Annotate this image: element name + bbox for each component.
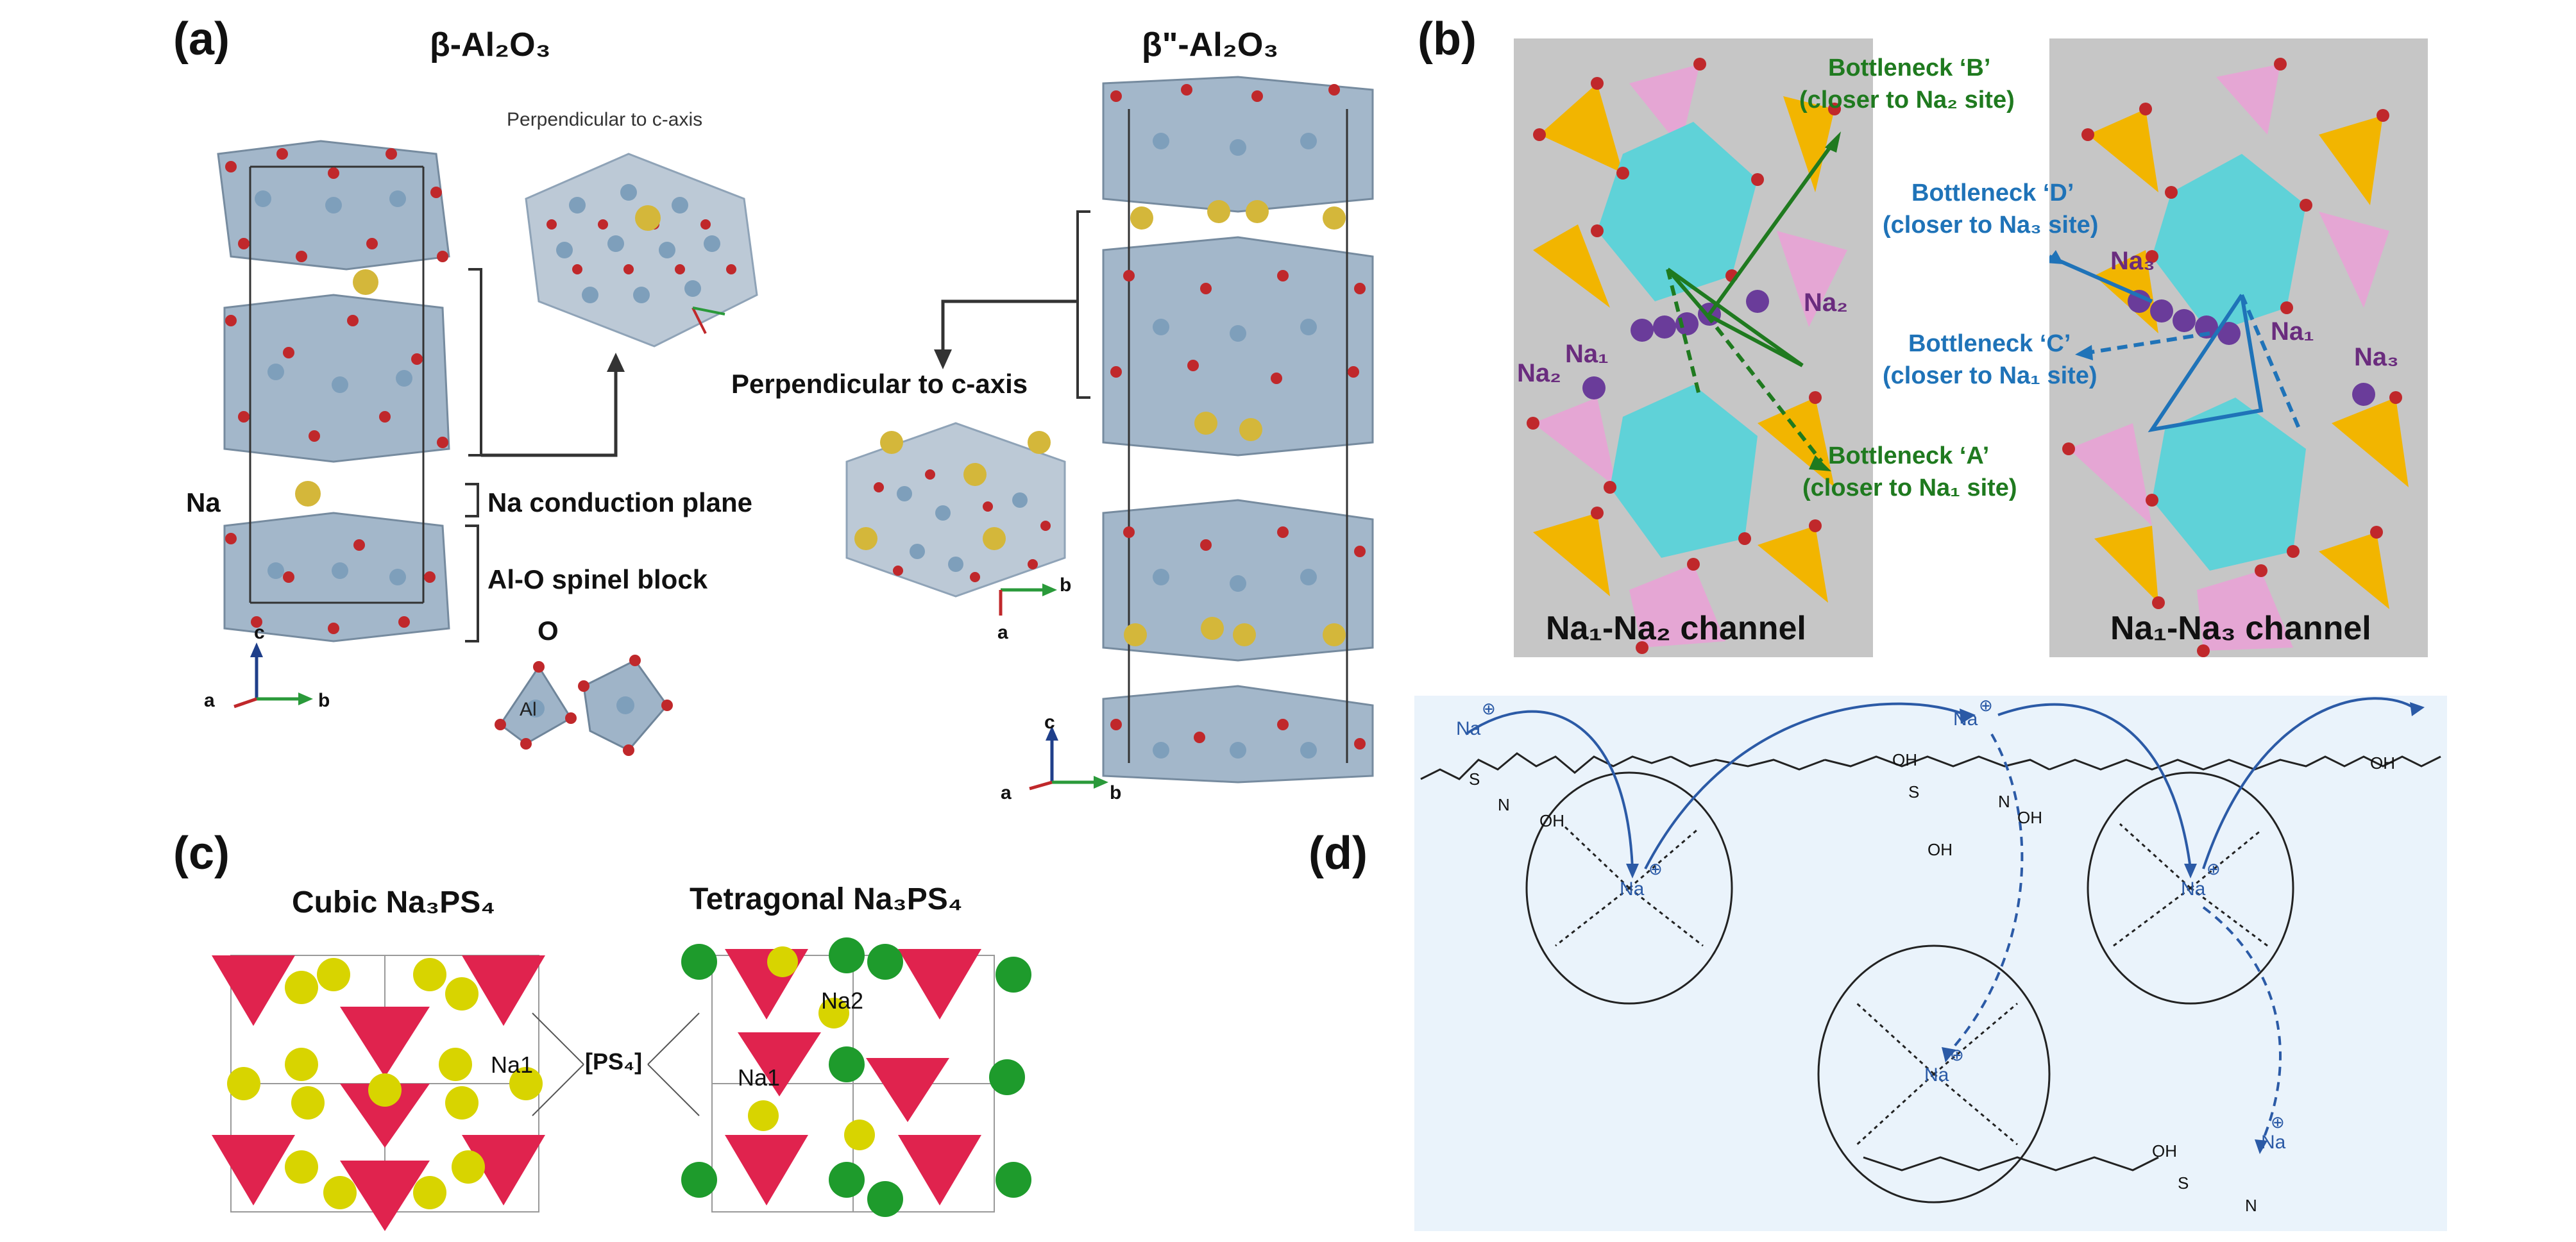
axis-b-label-2: b: [1110, 782, 1122, 803]
na-ion-crown1-charge: ⊕: [1648, 859, 1663, 878]
axis-b-label-top: b: [1060, 575, 1072, 596]
sulfur-label-low: S: [2178, 1173, 2189, 1193]
bottleneck-b-label: Bottleneck ‘B’: [1828, 55, 1991, 81]
beta-alumina-structure: [217, 140, 450, 642]
axis-a-label-2: a: [1001, 782, 1012, 803]
na2-label-lower: Na₂: [1517, 359, 1561, 387]
aluminum-label: Al: [520, 699, 537, 720]
na1-label-cubic: Na1: [491, 1052, 534, 1078]
beta2-bracket-arrow: [934, 210, 1090, 399]
oxygen-label: O: [538, 616, 559, 646]
na-ion-crown1: Na: [1620, 878, 1645, 900]
na1-label-right: Na₁: [2271, 317, 2314, 346]
panel-label-b: (b): [1418, 13, 1477, 65]
sulfur-label-left: S: [1469, 769, 1480, 789]
beta2-alumina-structure: [1102, 76, 1374, 784]
beta-alumina-top-view: [525, 153, 758, 348]
na-ion-end-charge: ⊕: [2271, 1112, 2285, 1132]
axis-a-label-top: a: [997, 622, 1008, 643]
na1-na3-channel-structure: [2049, 58, 2409, 657]
nitrogen-label-mid: N: [1998, 792, 2010, 811]
hydroxyl-label-1: OH: [1539, 811, 1564, 830]
bottleneck-b-sublabel: (closer to Na₂ site): [1799, 87, 2015, 113]
ps4-pointer-lines: [532, 1012, 700, 1116]
ps4-label: [PS₄]: [585, 1048, 643, 1075]
sulfur-label-mid: S: [1908, 782, 1920, 801]
polymer-scheme-background: [1414, 696, 2447, 1231]
crown-ether-polymer-scheme: [1420, 697, 2441, 1204]
bottleneck-c-label: Bottleneck ‘C’: [1908, 330, 2071, 357]
na-atom-label: Na: [186, 487, 221, 517]
bottleneck-c-sublabel: (closer to Na₁ site): [1883, 362, 2097, 389]
axis-c-label: c: [254, 622, 265, 643]
na3-label-upper: Na₃: [2110, 247, 2155, 275]
axes-beta: [233, 642, 313, 709]
na1-na2-channel-structure: [1527, 58, 1847, 654]
hydroxyl-label-6: OH: [2152, 1141, 2177, 1161]
tetragonal-title: Tetragonal Na₃PS₄: [690, 882, 963, 916]
na-ion-mid-charge: ⊕: [1979, 696, 1993, 715]
perpendicular-label-big: Perpendicular to c-axis: [731, 369, 1028, 399]
na-plane-bracket: [465, 483, 479, 642]
cubic-title: Cubic Na₃PS₄: [292, 885, 496, 919]
na1-label-tetragonal: Na1: [738, 1064, 781, 1091]
nitrogen-label-low: N: [2245, 1196, 2257, 1215]
beta-alumina-title: β-Al₂O₃: [430, 26, 551, 63]
na2-label-tetragonal: Na2: [821, 987, 864, 1014]
perpendicular-label-small: Perpendicular to c-axis: [507, 109, 703, 130]
na1-label-left: Na₁: [1565, 340, 1609, 368]
bottleneck-d-sublabel: (closer to Na₃ site): [1883, 212, 2099, 239]
na-ion-crown2: Na: [2181, 878, 2206, 900]
axis-c-label-2: c: [1044, 712, 1055, 733]
panel-label-a: (a): [173, 13, 230, 65]
axes-beta2-top: [999, 583, 1057, 616]
cubic-na3ps4-structure: [212, 955, 545, 1231]
beta-bracket-arrow: [468, 268, 625, 457]
tetragonal-na3ps4-structure: [681, 937, 1031, 1217]
na-ion-start: Na: [1456, 718, 1481, 739]
channel-right-caption: Na₁-Na₃ channel: [2110, 610, 2371, 647]
beta2-alumina-title: β"-Al₂O₃: [1142, 26, 1279, 63]
beta2-alumina-top-view: [845, 422, 1066, 598]
hydroxyl-label-3: OH: [2017, 808, 2042, 827]
na-ion-end: Na: [2261, 1132, 2286, 1153]
al-o-polyhedra: [495, 655, 673, 756]
na-ion-start-charge: ⊕: [1482, 699, 1496, 718]
bottleneck-d-label: Bottleneck ‘D’: [1911, 180, 2074, 206]
panel-label-d: (d): [1309, 828, 1368, 879]
panel-label-c: (c): [173, 828, 230, 879]
hydroxyl-label-2: OH: [1892, 750, 1917, 769]
axis-b-label: b: [318, 690, 330, 711]
bottleneck-a-label: Bottleneck ‘A’: [1828, 442, 1990, 469]
hydroxyl-label-5: OH: [1928, 840, 1953, 859]
hydroxyl-label-4: OH: [2370, 753, 2395, 773]
spinel-block-label: Al-O spinel block: [487, 564, 708, 594]
channel-left-caption: Na₁-Na₂ channel: [1546, 610, 1806, 647]
na-ion-crown3: Na: [1924, 1064, 1949, 1086]
axes-beta2: [1029, 726, 1108, 791]
na2-label-upper: Na₂: [1804, 289, 1848, 317]
na-ion-mid: Na: [1953, 709, 1978, 730]
na-ion-crown3-charge: ⊕: [1950, 1045, 1964, 1064]
bottleneck-a-sublabel: (closer to Na₁ site): [1802, 474, 2017, 501]
nitrogen-label-left: N: [1498, 795, 1510, 814]
na-ion-crown2-charge: ⊕: [2207, 859, 2221, 878]
na3-label-right: Na₃: [2354, 343, 2399, 371]
na-conduction-plane-label: Na conduction plane: [487, 487, 753, 517]
axis-a-label: a: [204, 690, 215, 711]
